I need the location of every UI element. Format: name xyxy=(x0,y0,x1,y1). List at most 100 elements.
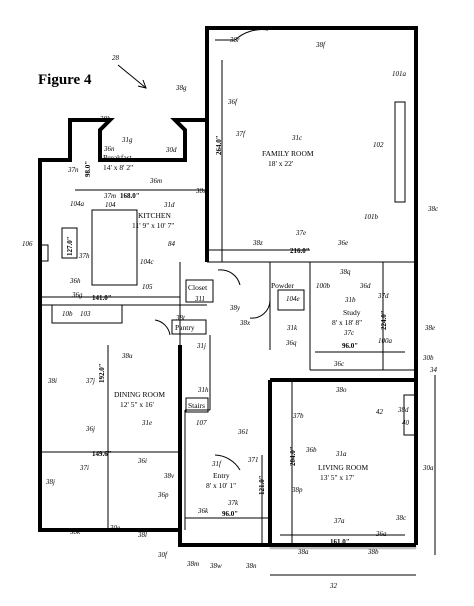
ref-38i: 38i xyxy=(47,377,57,385)
room-powder-name: Powder xyxy=(271,281,294,290)
ref-37j: 37j xyxy=(85,377,95,385)
dim-204: 204.0" xyxy=(289,446,297,466)
ref-38o: 38o xyxy=(335,386,347,394)
ref-38k: 38k xyxy=(69,528,81,536)
room-family-size: 18' x 22' xyxy=(268,159,294,168)
room-living-name: LIVING ROOM xyxy=(318,463,369,472)
room-study-size: 8' x 18' 8" xyxy=(332,318,362,327)
room-closet-name: Closet xyxy=(188,283,208,292)
ref-28: 28 xyxy=(112,54,120,62)
ref-36j: 36j xyxy=(85,425,95,433)
ref-31h: 31h xyxy=(197,386,209,394)
ref-38x: 38x xyxy=(239,319,251,327)
ref-38n: 38n xyxy=(245,562,257,570)
dim-161: 161.0" xyxy=(330,538,350,546)
ref-31g: 31g xyxy=(121,136,133,144)
family-room-door-swing xyxy=(234,29,269,41)
ref-28-arrow xyxy=(117,64,147,89)
dim-127: 127.0" xyxy=(66,236,74,256)
window-106 xyxy=(39,244,49,262)
interior-walls xyxy=(40,261,416,530)
ref-36q: 36q xyxy=(285,339,297,347)
ref-30b: 30b xyxy=(422,354,434,362)
kitchen-island xyxy=(91,209,138,286)
ref-38s: 38s xyxy=(195,187,206,195)
room-kitchen-name: KITCHEN xyxy=(138,211,171,220)
ref-37f: 37f xyxy=(235,130,246,138)
reference-labels: 38r 38f 101a 38g 36f 37f 31c 102 38h 31g… xyxy=(22,36,439,590)
ref-42: 42 xyxy=(376,408,384,416)
ref-36d: 36d xyxy=(359,282,371,290)
ref-28-arrowhead xyxy=(137,79,147,89)
ref-311: 311 xyxy=(194,295,205,303)
ref-37n: 37n xyxy=(67,166,79,174)
ref-104c: 104c xyxy=(140,258,155,266)
ref-36g: 36g xyxy=(71,291,83,299)
ref-37h: 37h xyxy=(78,252,90,260)
exterior-walls xyxy=(38,26,418,547)
fireplace-40 xyxy=(403,394,417,436)
ref-104: 104 xyxy=(105,201,116,209)
ref-38v: 38v xyxy=(163,472,175,480)
dim-216: 216.0" xyxy=(290,247,310,255)
closet-door-swing xyxy=(217,269,241,286)
ref-37m: 37m xyxy=(103,192,116,200)
ref-31j: 31j xyxy=(196,342,206,350)
dim-224: 224.0" xyxy=(380,310,388,330)
ref-36p: 36p xyxy=(157,491,169,499)
ref-38z: 38z xyxy=(252,239,263,247)
ref-34: 34 xyxy=(429,366,438,374)
room-pantry-name: Pantry xyxy=(175,323,195,332)
ref-32: 32 xyxy=(329,582,338,590)
ref-37d: 37d xyxy=(377,292,389,300)
ref-36a: 36a xyxy=(375,530,387,538)
ref-104a: 104a xyxy=(70,200,85,208)
ref-30d: 30d xyxy=(165,146,177,154)
ref-102: 102 xyxy=(373,141,384,149)
dim-149: 149.6" xyxy=(92,450,112,458)
ref-38y: 38y xyxy=(229,304,241,312)
ref-101b: 101b xyxy=(364,213,379,221)
ref-84: 84 xyxy=(168,240,176,248)
ref-107: 107 xyxy=(196,419,207,427)
ref-38e: 38e xyxy=(424,324,435,332)
ref-105: 105 xyxy=(142,283,153,291)
ref-100b: 100b xyxy=(316,282,331,290)
ref-31e: 31e xyxy=(141,419,152,427)
ref-37a: 37a xyxy=(333,517,345,525)
ref-371: 371 xyxy=(247,456,259,464)
ref-37e: 37e xyxy=(295,229,306,237)
room-dining-size: 12' 5" x 16' xyxy=(120,400,155,409)
ref-38t: 38t xyxy=(175,314,186,322)
dim-96-study: 96.0" xyxy=(342,342,358,350)
ref-38p: 38p xyxy=(291,486,303,494)
dimension-lines xyxy=(40,60,436,576)
ref-31f: 31f xyxy=(211,460,222,468)
room-kitchen-size: 11' 9" x 10' 7" xyxy=(132,221,174,230)
ref-101a: 101a xyxy=(392,70,407,78)
dim-141: 141.0" xyxy=(92,294,112,302)
ref-30a: 30a xyxy=(422,464,434,472)
ref-38j: 38j xyxy=(45,478,55,486)
ref-36h: 36h xyxy=(69,277,81,285)
dim-98: 98.0" xyxy=(84,161,92,177)
ref-38q: 38q xyxy=(339,268,351,276)
room-living-size: 13' 5" x 17' xyxy=(320,473,355,482)
ref-30f: 30f xyxy=(157,551,168,559)
ref-38c: 38c xyxy=(427,205,439,213)
ref-38a: 38a xyxy=(297,548,309,556)
room-study-name: Study xyxy=(343,308,361,317)
ref-10b: 10b xyxy=(62,310,73,318)
pantry-door-swing xyxy=(154,319,171,336)
dim-264: 264.0" xyxy=(215,135,223,155)
ref-36m: 36m xyxy=(149,177,162,185)
ref-37i: 37i xyxy=(79,464,89,472)
dim-168: 168.0" xyxy=(120,192,140,200)
ref-31k: 31k xyxy=(286,324,298,332)
ref-103: 103 xyxy=(80,310,91,318)
ref-40: 40 xyxy=(402,419,410,427)
dim-121: 121.0" xyxy=(258,475,266,495)
ref-31a: 31a xyxy=(335,450,347,458)
ref-31c: 31c xyxy=(291,134,303,142)
ref-38m: 38m xyxy=(186,560,199,568)
